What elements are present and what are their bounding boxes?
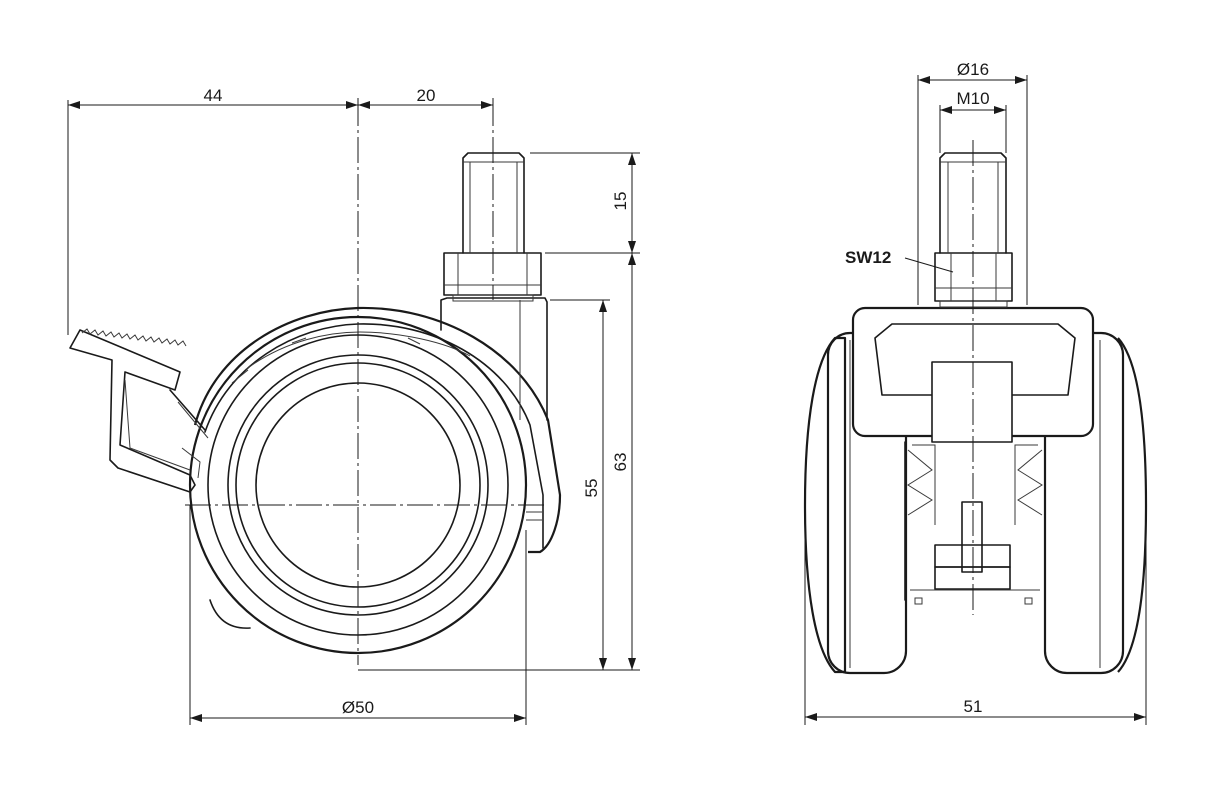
side-view: 44 20 15 55 63 Ø50: [67, 86, 640, 725]
dim-offset-right: 20: [417, 86, 436, 105]
dim-height-total: 63: [611, 453, 630, 472]
front-view: Ø16 M10 SW12 51: [803, 60, 1148, 725]
dimension-wheel-diameter: Ø50: [189, 505, 527, 725]
dim-wheel-diameter: Ø50: [342, 698, 374, 717]
dimension-thread: M10: [939, 89, 1007, 153]
label-wrench-size: SW12: [845, 248, 891, 267]
dim-width: 51: [964, 697, 983, 716]
dimension-height-total: 63: [611, 253, 636, 670]
dim-stem-length: 15: [611, 192, 630, 211]
dimension-width: 51: [804, 520, 1147, 725]
wrench-size-callout: SW12: [845, 248, 954, 273]
side-brake-pedal: [69, 328, 209, 493]
side-swivel-body: [440, 297, 548, 421]
dim-height-small: 55: [582, 479, 601, 498]
dimension-top-offsets: 44 20: [67, 86, 494, 335]
side-hood: [193, 306, 562, 554]
dim-collar-diameter: Ø16: [957, 60, 989, 79]
dimension-stem-length: 15: [530, 152, 640, 254]
dim-offset-left: 44: [204, 86, 223, 105]
dim-thread: M10: [956, 89, 989, 108]
dimension-collar-diameter: Ø16: [917, 60, 1028, 305]
dimension-height-small: 55: [358, 299, 640, 671]
front-inner-mechanism: [904, 441, 1046, 605]
